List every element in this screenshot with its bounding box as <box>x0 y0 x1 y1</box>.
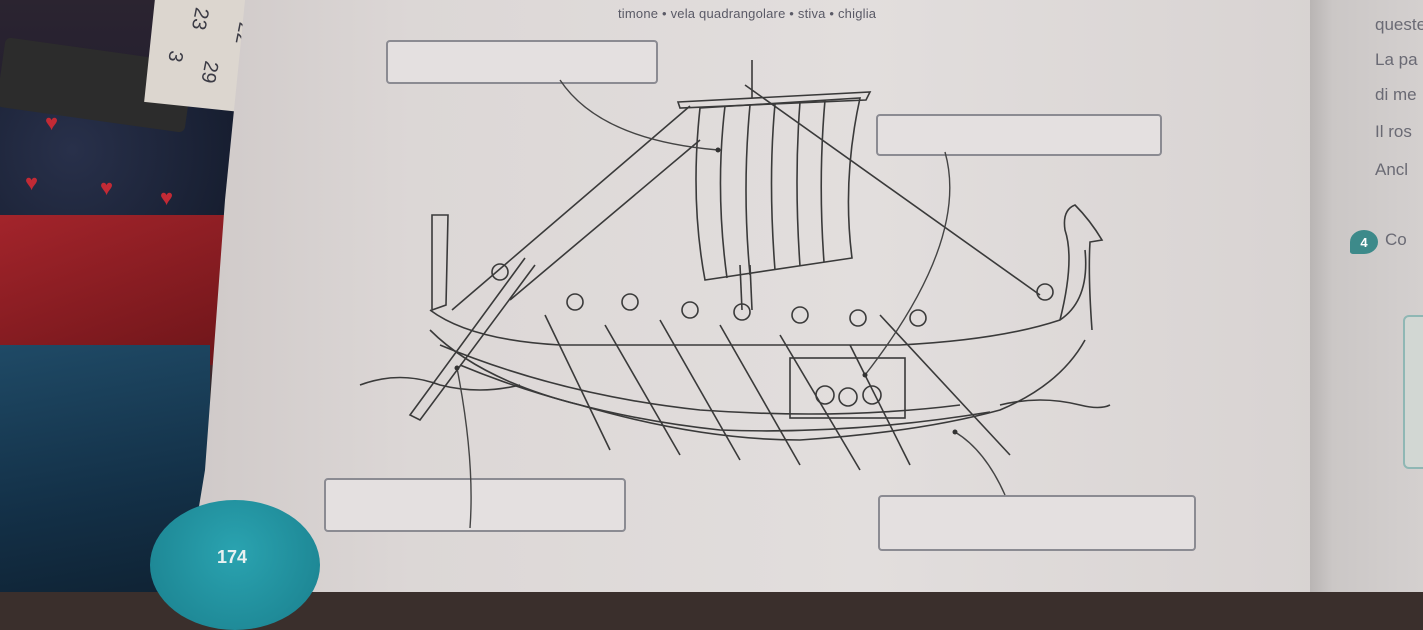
right-page-line: queste <box>1375 15 1423 34</box>
heart-icon: ♥ <box>100 175 114 200</box>
word-bank: timone • vela quadrangolare • stiva • ch… <box>618 6 877 21</box>
right-page-line: Ancl <box>1375 160 1409 179</box>
exercise-text: Co <box>1385 230 1407 249</box>
red-fabric <box>0 215 230 365</box>
exercise-badge: 4 <box>1350 230 1378 254</box>
answer-box-rudder[interactable] <box>324 478 626 532</box>
right-page <box>1310 0 1423 592</box>
page-number: 174 <box>217 547 248 567</box>
answer-box-sail[interactable] <box>386 40 658 84</box>
right-page-line: La pa <box>1375 50 1418 69</box>
right-page-box <box>1403 315 1423 469</box>
heart-icon: ♥ <box>25 170 39 195</box>
answer-box-hold[interactable] <box>876 114 1162 156</box>
heart-icon: ♥ <box>45 110 59 135</box>
viking-ship-illustration <box>359 60 1111 529</box>
answer-box-keel[interactable] <box>878 495 1196 551</box>
heart-icon: ♥ <box>160 185 174 210</box>
right-page-line: di me <box>1375 85 1417 104</box>
right-page-line: Il ros <box>1375 122 1412 141</box>
